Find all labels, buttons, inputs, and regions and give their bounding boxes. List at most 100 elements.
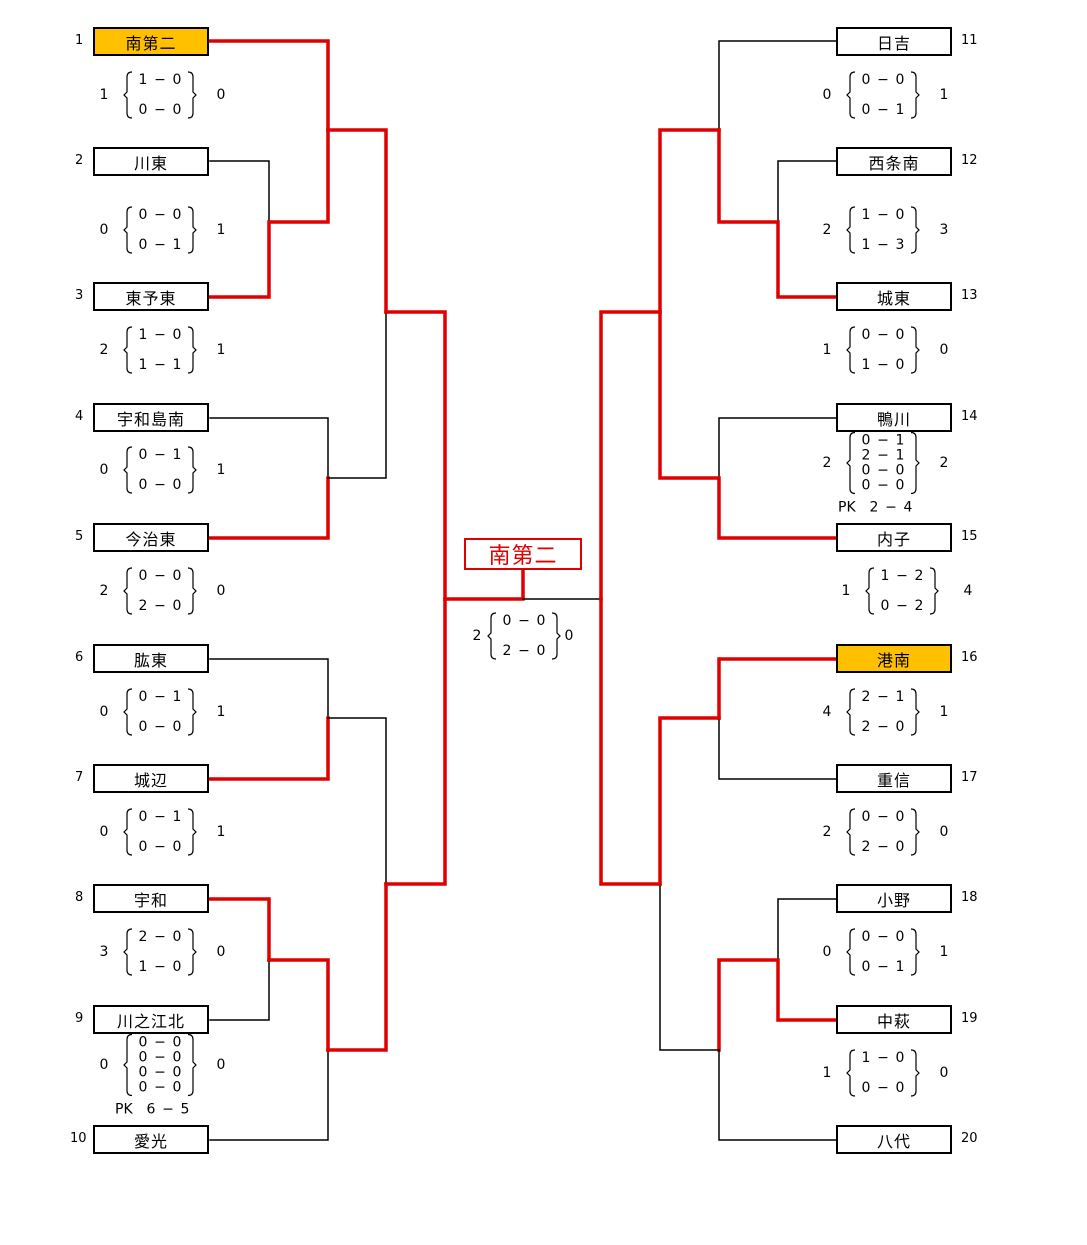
seed-number: 20 [961,1131,978,1146]
score-bracket [910,688,920,736]
pk-label: PK [115,1102,133,1118]
score-bracket [846,71,856,119]
score-dash: − [877,929,889,945]
team-box: 東予東 [93,282,209,311]
half-score: 0 [139,809,148,825]
score-bracket [123,808,133,856]
team-box: 今治東 [93,523,209,552]
score-total-left: 0 [100,1057,109,1073]
seed-number: 17 [961,770,978,785]
half-score: 0 [139,839,148,855]
half-score: 0 [862,929,871,945]
half-score: 2 [862,689,871,705]
score-bracket [187,567,197,615]
team-box: 鴨川 [836,403,952,432]
half-score: 0 [173,959,182,975]
winner-path [208,716,330,781]
score-total-right: 0 [217,87,226,103]
half-score: 2 [915,598,924,614]
half-score: 0 [896,839,905,855]
pk-label: PK [838,500,856,516]
score-dash: − [154,357,166,373]
score-total-left: 1 [823,342,832,358]
team-box: 内子 [836,523,952,552]
score-total-right: 0 [217,944,226,960]
bracket-line [777,898,837,961]
score-bracket [187,206,197,254]
half-score: 0 [896,357,905,373]
score-bracket [910,808,920,856]
half-score: 0 [862,463,871,479]
half-score: 1 [173,447,182,463]
score-dash: − [162,1102,174,1118]
score-bracket [187,326,197,374]
seed-number: 5 [75,529,84,544]
score-bracket [846,808,856,856]
score-bracket [910,326,920,374]
score-bracket [123,71,133,119]
half-score: 0 [173,719,182,735]
half-score: 1 [173,357,182,373]
score-dash: − [154,568,166,584]
team-box: 宇和 [93,884,209,913]
half-score: 2 [862,719,871,735]
half-score: 0 [173,72,182,88]
score-dash: − [154,237,166,253]
team-box: 港南 [836,644,952,673]
score-dash: − [154,809,166,825]
score-bracket [910,206,920,254]
score-total-right: 0 [940,342,949,358]
half-score: 0 [862,959,871,975]
score-total-right: 1 [940,87,949,103]
team-box: 小野 [836,884,952,913]
bracket-line [327,717,387,885]
score-total-left: 1 [842,583,851,599]
score-dash: − [154,929,166,945]
score-dash: − [877,719,889,735]
seed-number: 1 [75,33,84,48]
half-score: 2 [862,448,871,464]
half-score: 0 [139,102,148,118]
half-score: 0 [862,102,871,118]
half-score: 0 [862,809,871,825]
score-dash: − [154,839,166,855]
half-score: 0 [139,719,148,735]
score-bracket [846,206,856,254]
score-bracket [865,567,875,615]
half-score: 1 [139,959,148,975]
winner-path [208,39,330,132]
score-dash: − [518,643,530,659]
half-score: 0 [173,1080,182,1096]
half-score: 0 [862,327,871,343]
score-bracket [187,71,197,119]
half-score: 0 [862,72,871,88]
team-box: 八代 [836,1125,952,1154]
score-bracket [846,928,856,976]
pk-score: 5 [181,1102,190,1118]
half-score: 1 [139,72,148,88]
seed-number: 19 [961,1011,978,1026]
winner-path [326,128,388,314]
team-box: 中萩 [836,1005,952,1034]
score-total-right: 1 [217,704,226,720]
half-score: 1 [896,433,905,449]
half-score: 1 [896,448,905,464]
score-dash: − [154,598,166,614]
score-bracket [187,1033,197,1097]
winner-path [658,716,721,886]
seed-number: 12 [961,153,978,168]
score-dash: − [877,809,889,825]
half-score: 0 [896,809,905,825]
team-box: 重信 [836,764,952,793]
score-bracket [846,688,856,736]
score-total-left: 0 [823,944,832,960]
bracket-line [718,717,837,780]
half-score: 0 [139,1080,148,1096]
half-score: 0 [896,478,905,494]
score-dash: − [877,689,889,705]
score-bracket [910,928,920,976]
score-bracket [487,612,497,660]
half-score: 0 [173,477,182,493]
half-score: 2 [139,929,148,945]
score-total-left: 0 [823,87,832,103]
